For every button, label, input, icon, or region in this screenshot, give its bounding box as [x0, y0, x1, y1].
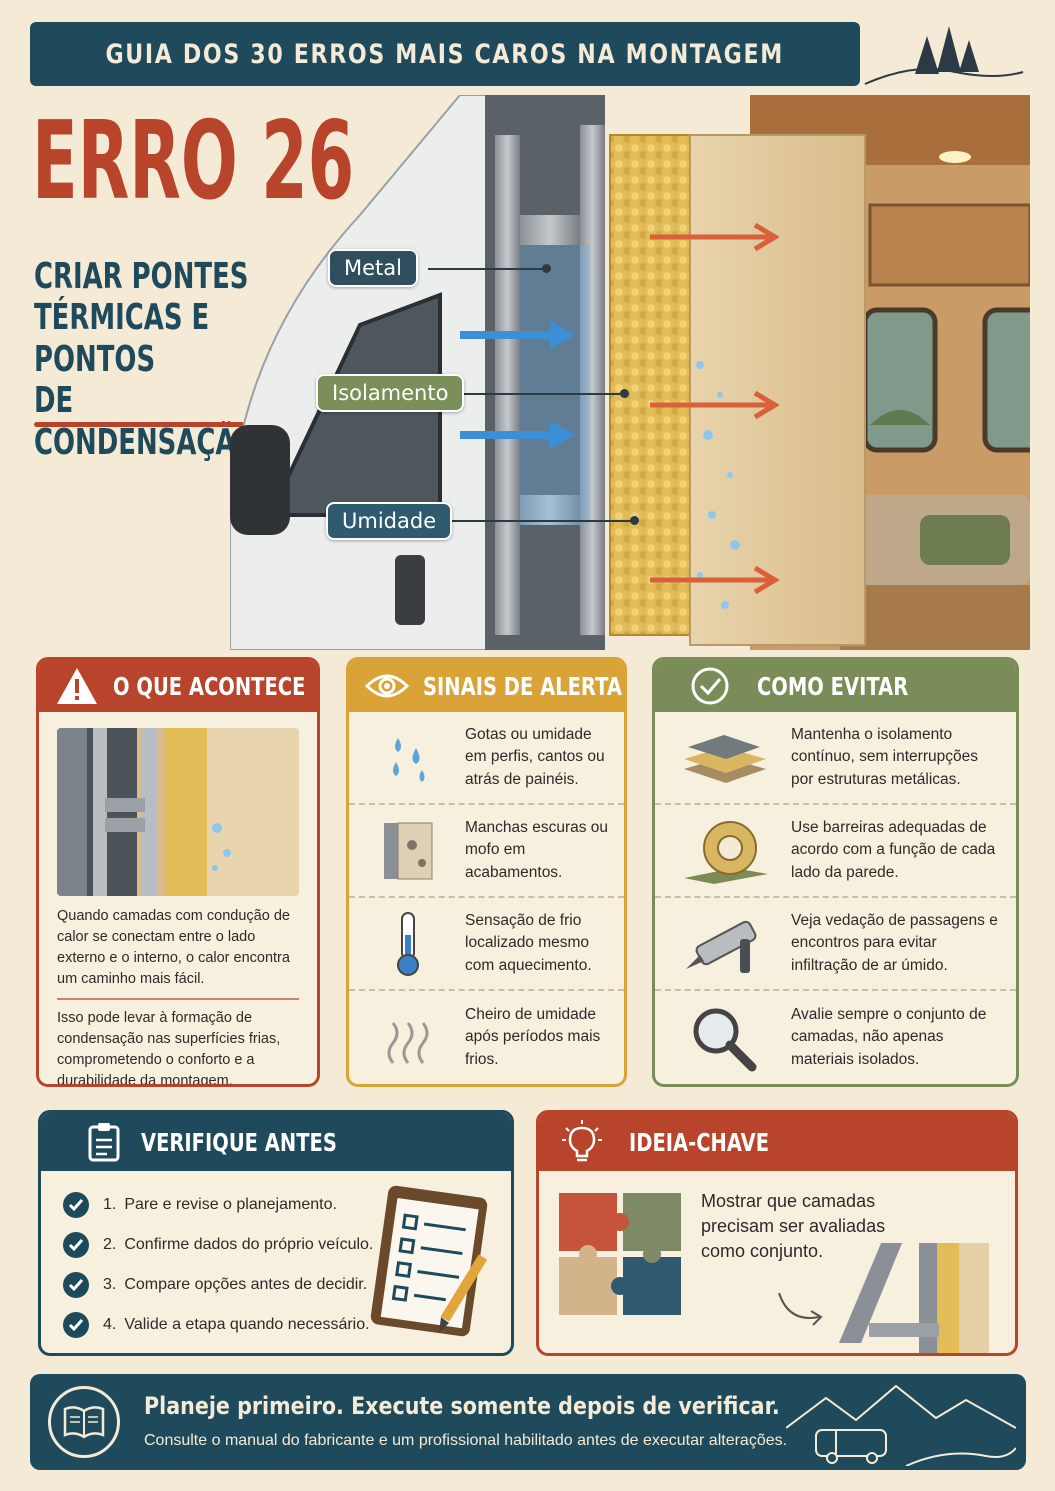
step-text: Confirme dados do próprio veículo. [124, 1236, 374, 1253]
avoid-text: Veja vedação de passagens e encontros pa… [791, 911, 998, 974]
moisture-leader-line [438, 520, 634, 522]
list-item: Cheiro de umidade após períodos mais fri… [349, 991, 624, 1084]
metal-tag: Metal [328, 249, 418, 287]
how-to-avoid-card: COMO EVITAR Mantenha o isolamento contín… [652, 657, 1019, 1087]
list-item: 1. Pare e revise o planejamento. [63, 1185, 373, 1225]
list-item: Sensação de frio localizado mesmo com aq… [349, 898, 624, 991]
lightbulb-icon [559, 1120, 605, 1162]
list-item: 2. Confirme dados do próprio veículo. [63, 1225, 373, 1265]
thermometer-icon [363, 909, 453, 979]
wall-layers-mini-illustration [778, 1243, 989, 1353]
puzzle-pieces-icon [559, 1193, 681, 1315]
what-happens-card: O QUE ACONTECE Quando camadas com conduç… [36, 657, 320, 1087]
checkmark-icon [63, 1192, 89, 1218]
warning-signs-card: SINAIS DE ALERTA Gotas ou umidade em per… [346, 657, 627, 1087]
footer-main-text: Planeje primeiro. Execute somente depois… [144, 1392, 780, 1420]
footer-banner: Planeje primeiro. Execute somente depois… [30, 1374, 1026, 1470]
wall-layers-closeup-image [57, 728, 299, 896]
list-item: Gotas ou umidade em perfis, cantos ou at… [349, 712, 624, 805]
check-before-card: VERIFIQUE ANTES 1. Pare e revise o plane… [38, 1110, 514, 1356]
moisture-leader-dot [630, 516, 639, 525]
metal-leader-dot [542, 264, 551, 273]
what-happens-title: O QUE ACONTECE [113, 671, 306, 701]
key-idea-card: IDEIA-CHAVE Mostrar que camadas precisam… [536, 1110, 1018, 1356]
how-to-avoid-title: COMO EVITAR [757, 671, 909, 701]
key-idea-header: IDEIA-CHAVE [539, 1113, 1015, 1171]
list-item: Avalie sempre o conjunto de camadas, não… [655, 991, 1016, 1084]
sign-text: Cheiro de umidade após períodos mais fri… [465, 1005, 601, 1068]
how-to-avoid-header: COMO EVITAR [655, 660, 1016, 712]
step-text: Valide a etapa quando necessário. [124, 1316, 370, 1333]
sign-text: Manchas escuras ou mofo em acabamentos. [465, 818, 609, 881]
metal-leader-line [428, 268, 546, 270]
water-drops-icon [363, 723, 453, 793]
insulation-layers-icon [669, 723, 779, 793]
moisture-tag: Umidade [326, 502, 453, 540]
step-number: 4. [103, 1316, 117, 1333]
sign-text: Sensação de frio localizado mesmo com aq… [465, 911, 592, 974]
key-idea-text: Mostrar que camadas precisam ser avaliad… [701, 1191, 886, 1262]
list-item: 3. Compare opções antes de decidir. [63, 1265, 373, 1305]
list-item: Veja vedação de passagens e encontros pa… [655, 898, 1016, 991]
warning-signs-title: SINAIS DE ALERTA [423, 671, 622, 701]
open-book-icon [48, 1386, 120, 1458]
warning-signs-header: SINAIS DE ALERTA [349, 660, 624, 712]
pine-trees-icon [864, 26, 1024, 85]
list-item: 4. Valide a etapa quando necessário. [63, 1305, 373, 1345]
step-number: 2. [103, 1236, 117, 1253]
list-item: Use barreiras adequadas de acordo com a … [655, 805, 1016, 898]
insulation-leader-dot [620, 389, 629, 398]
list-item: Mantenha o isolamento contínuo, sem inte… [655, 712, 1016, 805]
what-happens-paragraph-1: Quando camadas com condução de calor se … [57, 908, 290, 988]
magnifier-icon [669, 1003, 779, 1073]
checkmark-icon [63, 1272, 89, 1298]
what-happens-paragraph-2: Isso pode levar à formação de condensaçã… [57, 1010, 281, 1087]
erro-subtitle: CRIAR PONTES TÉRMICAS E PONTOS DE CONDEN… [34, 256, 258, 463]
banner-title: GUIA DOS 30 ERROS MAIS CAROS NA MONTAGEM [105, 38, 785, 70]
sign-text: Gotas ou umidade em perfis, cantos ou at… [465, 725, 605, 788]
insulation-tag: Isolamento [316, 374, 465, 412]
checkmark-icon [63, 1232, 89, 1258]
step-text: Pare e revise o planejamento. [124, 1196, 337, 1213]
erro-title: ERRO 26 [32, 99, 355, 224]
stained-panel-icon [363, 816, 453, 886]
list-item: Manchas escuras ou mofo em acabamentos. [349, 805, 624, 898]
warning-icon [55, 666, 99, 706]
step-text: Compare opções antes de decidir. [124, 1276, 368, 1293]
check-circle-icon [687, 666, 733, 706]
van-wall-cross-section-illustration [230, 95, 1030, 650]
checkmark-icon [63, 1312, 89, 1338]
caulk-gun-icon [669, 909, 779, 979]
step-number: 1. [103, 1196, 117, 1213]
clipboard-pencil-illustration [370, 1185, 488, 1337]
check-before-title: VERIFIQUE ANTES [141, 1127, 337, 1157]
tape-roll-icon [669, 816, 779, 886]
what-happens-header: O QUE ACONTECE [39, 660, 317, 712]
van-mountains-illustration [786, 1384, 1016, 1466]
step-number: 3. [103, 1276, 117, 1293]
insulation-leader-line [438, 393, 624, 395]
footer-sub-text: Consulte o manual do fabricante e um pro… [144, 1432, 788, 1449]
title-divider [34, 422, 244, 427]
key-idea-title: IDEIA-CHAVE [629, 1127, 770, 1157]
odor-icon [363, 1003, 453, 1073]
clipboard-icon [81, 1122, 127, 1162]
check-before-header: VERIFIQUE ANTES [41, 1113, 511, 1171]
avoid-text: Use barreiras adequadas de acordo com a … [791, 818, 996, 881]
avoid-text: Mantenha o isolamento contínuo, sem inte… [791, 725, 978, 788]
eye-icon [365, 666, 409, 706]
avoid-text: Avalie sempre o conjunto de camadas, não… [791, 1005, 987, 1068]
what-happens-divider [57, 998, 299, 1001]
checklist: 1. Pare e revise o planejamento. 2. Conf… [63, 1185, 373, 1345]
header-banner: GUIA DOS 30 ERROS MAIS CAROS NA MONTAGEM [30, 22, 860, 86]
